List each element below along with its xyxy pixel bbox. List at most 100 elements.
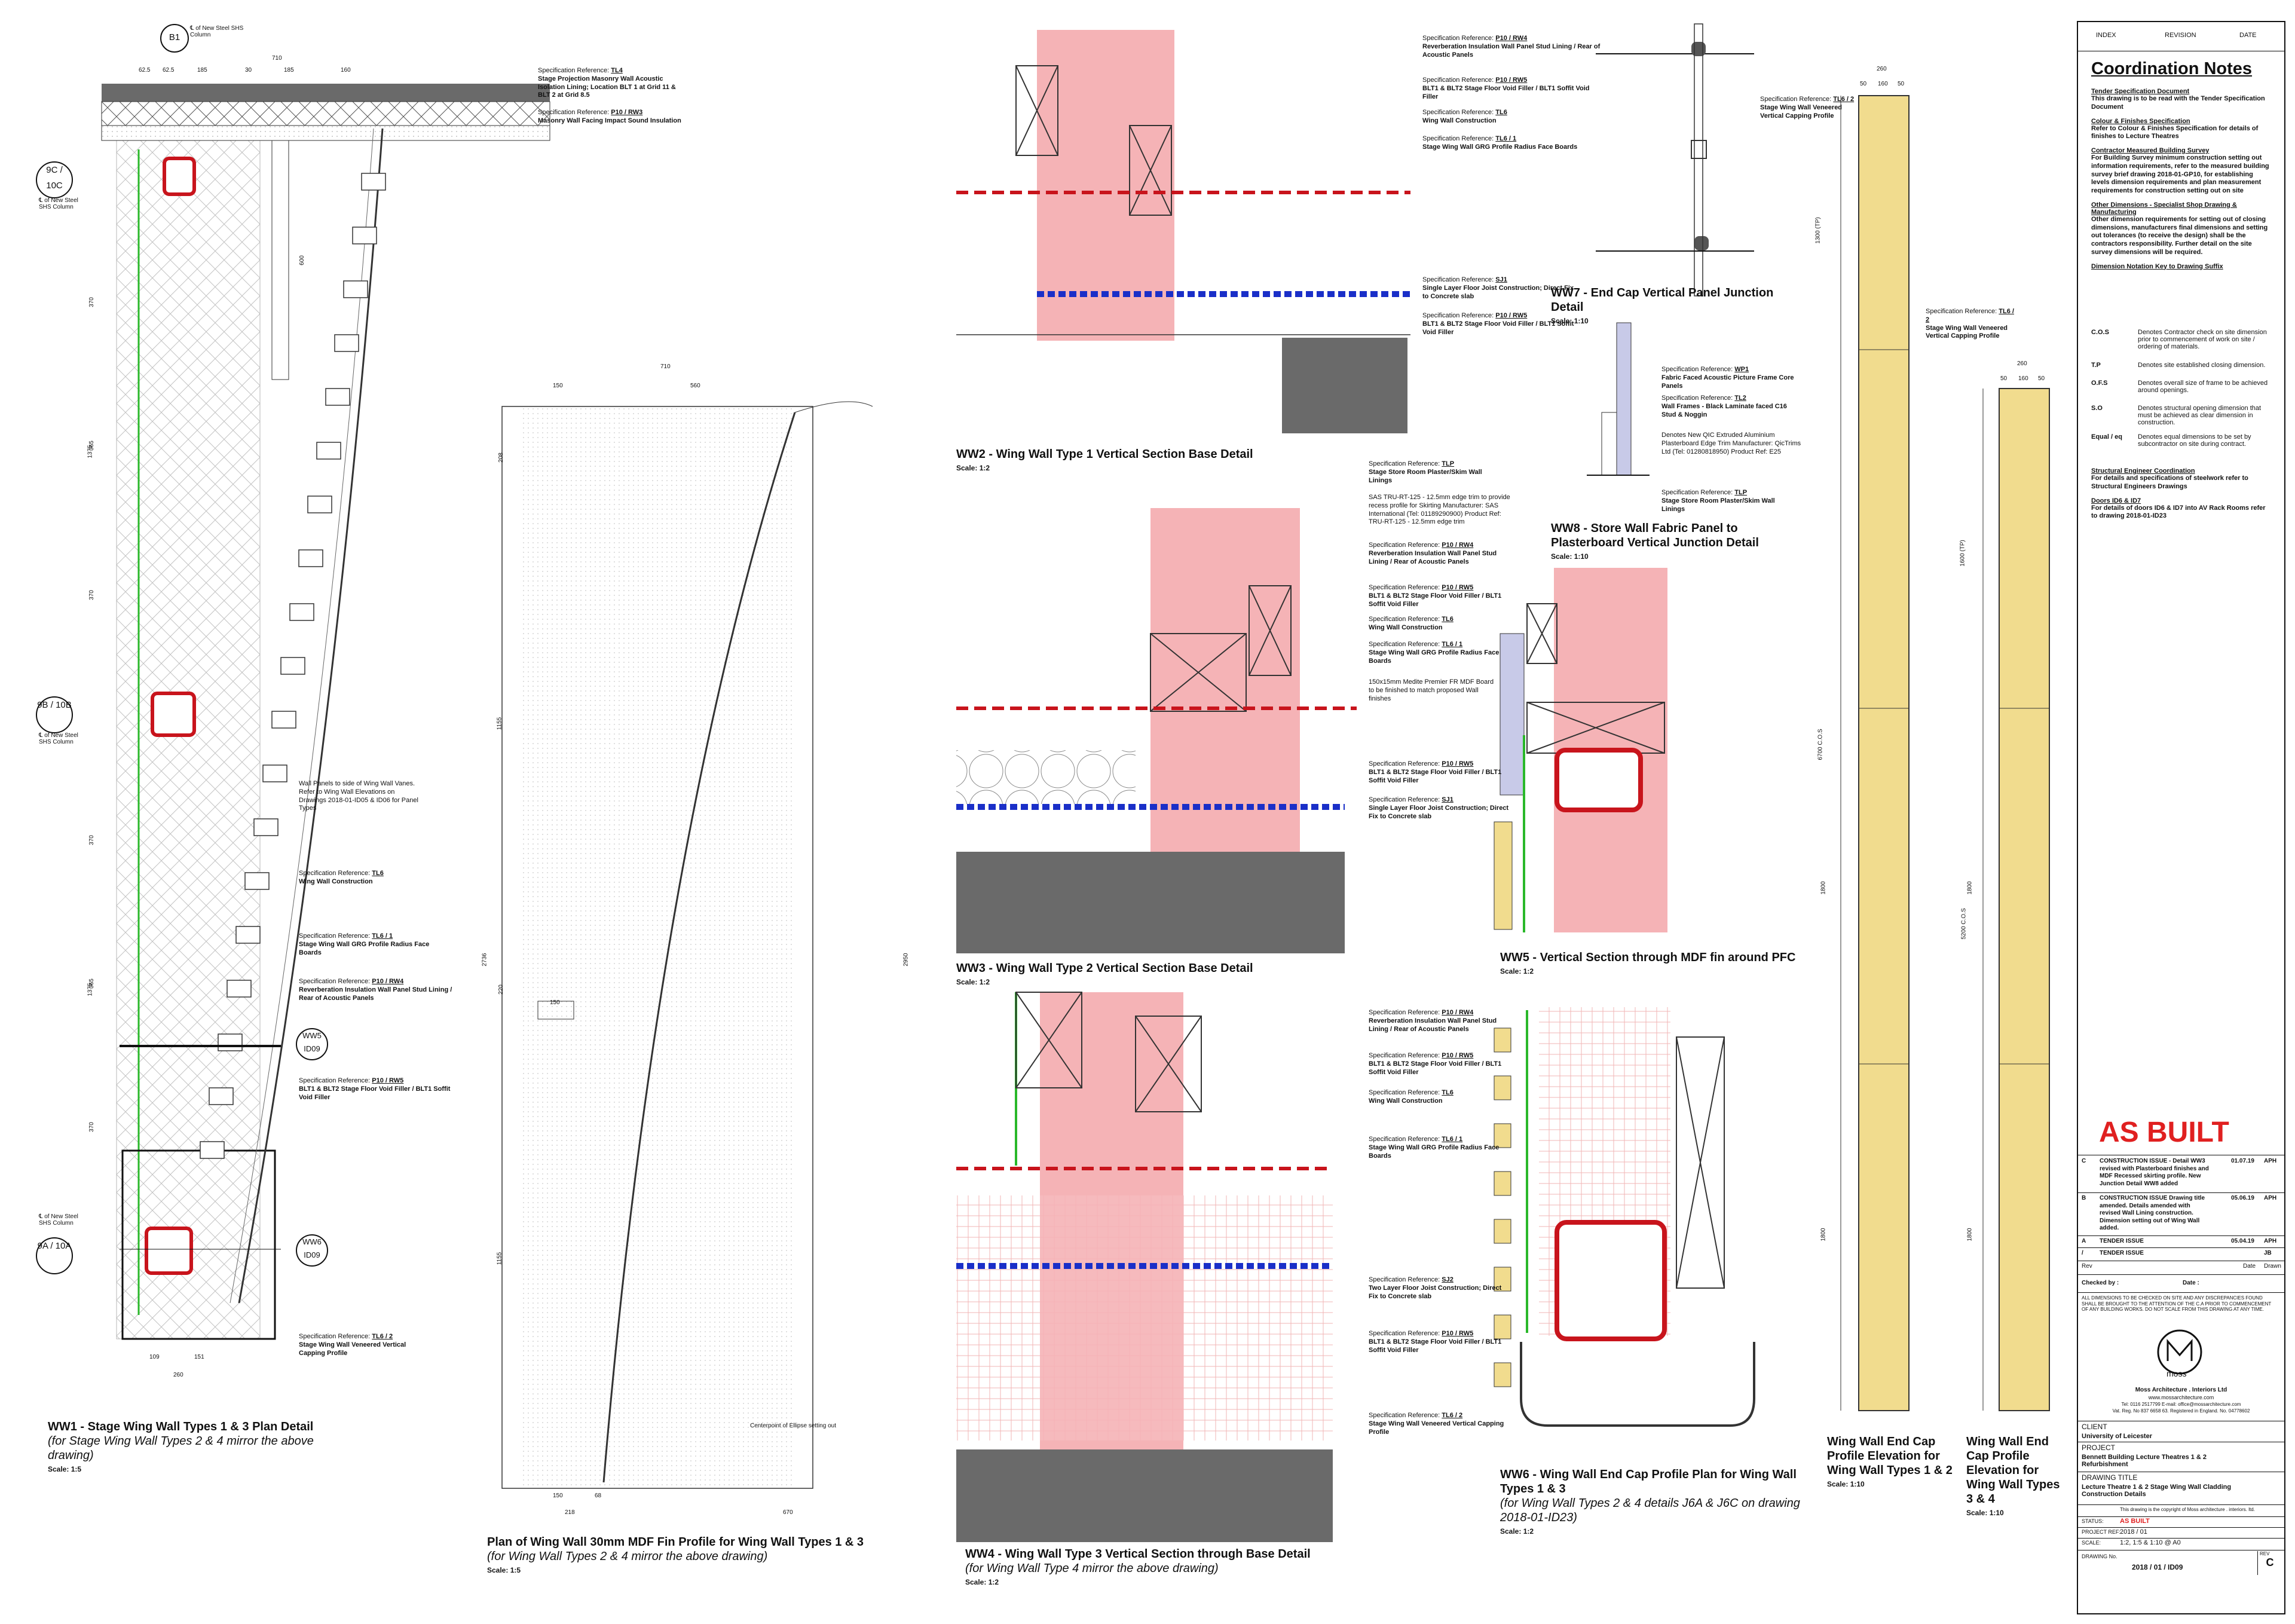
ww3-insulation: [1150, 508, 1300, 855]
company-reg: Vat. Reg. No 837 6658 63. Registered in …: [2112, 1408, 2250, 1414]
ww4-caption: WW4 - Wing Wall Type 3 Vertical Section …: [965, 1547, 1311, 1586]
tb-header-date: DATE: [2239, 32, 2257, 39]
ww4-screed: [956, 1449, 1333, 1542]
tb-abbr-tp-text: Denotes site established closing dimensi…: [2138, 362, 2266, 369]
ww1-fin-boxes: [200, 173, 386, 1159]
grid-note-9c: ℄ of New Steel SHS Column: [39, 197, 78, 210]
drawing-no-value: 2018 / 01 / ID09: [2132, 1563, 2183, 1571]
mdf-inner-box: [537, 1001, 574, 1020]
elev12-dim-1800a: 1800: [1820, 881, 1827, 895]
elev34-cap: [1999, 388, 2050, 1411]
mdf-dim-2736: 2736: [481, 953, 488, 967]
project-label: PROJECT: [2082, 1443, 2116, 1452]
tb-notes-title: Coordination Notes: [2091, 59, 2253, 78]
client-value: University of Leicester: [2082, 1433, 2152, 1440]
ww7-caption: WW7 - End Cap Vertical Panel Junction De…: [1551, 286, 1774, 325]
elev34-drawing: [1982, 388, 2050, 1411]
ww6-column: [1555, 1220, 1667, 1341]
ww1-dim-left-370a: 370: [88, 297, 95, 307]
ww1-plan-detail: [101, 84, 550, 1340]
mdf-dim-b218: 218: [565, 1509, 575, 1516]
scale-label: SCALE:: [2082, 1540, 2101, 1546]
elev34-dim-50b: 50: [2038, 375, 2045, 382]
ww1-insulation-strip: [101, 101, 550, 126]
mdf-caption: Plan of Wing Wall 30mm MDF Fin Profile f…: [487, 1536, 864, 1574]
elev34-dim-260: 260: [2017, 360, 2027, 367]
tb-abbr-eq-text: Denotes equal dimensions to be set by su…: [2138, 433, 2251, 448]
elev34-dim-160: 160: [2018, 375, 2028, 382]
mdf-ellipse-note: Centerpoint of Ellipse setting out: [750, 1423, 836, 1429]
tb-abbr-cos: C.O.S: [2091, 329, 2109, 336]
ww8-caption: WW8 - Store Wall Fabric Panel to Plaster…: [1551, 522, 1759, 561]
ww1-top-upright: [271, 140, 289, 380]
ww7-detail: [1596, 23, 1754, 296]
mdf-dim-2950: 2950: [902, 953, 910, 967]
elev12-dim-50a: 50: [1860, 81, 1867, 87]
grid-tag-9c: 9C / 10C: [36, 161, 73, 198]
ww1-dim-62a: 62.5: [139, 67, 151, 74]
grid-tag-9b: 9B / 10B: [36, 696, 73, 733]
drawing-title-value: Lecture Theatre 1 & 2 Stage Wing Wall Cl…: [2082, 1484, 2232, 1498]
tb-abbr-so: S.O: [2091, 405, 2103, 412]
tb-abbr-ofs-text: Denotes overall size of frame to be achi…: [2138, 380, 2268, 394]
ww5-caption: WW5 - Vertical Section through MDF fin a…: [1500, 951, 1796, 975]
copyright: This drawing is the copyright of Moss ar…: [2120, 1507, 2255, 1512]
mdf-dim-1155b: 1155: [496, 1252, 503, 1265]
ww1-curve-inner: [230, 128, 374, 1304]
tb-abbr-cos-text: Denotes Contractor check on site dimensi…: [2138, 329, 2267, 350]
elev12-dim-1800b: 1800: [1820, 1228, 1827, 1241]
mdf-dim-b150: 150: [553, 1493, 563, 1499]
ww2-screed: [1282, 338, 1407, 433]
status-label: STATUS:: [2082, 1518, 2104, 1524]
status-value: AS BUILT: [2120, 1518, 2150, 1525]
mdf-dim-220: 220: [497, 984, 504, 995]
ww1-dim-left-365b: 365: [88, 978, 95, 989]
elev34-dim-1800b: 1800: [1966, 1228, 1973, 1241]
ww1-curve: [238, 128, 384, 1304]
ww1-dim-left-370b: 370: [88, 590, 95, 600]
elev34-dim-5200: 5200 C.O.S: [1960, 908, 1967, 940]
ww1-roof-layer: [102, 84, 550, 102]
ww1-column-bottom: [145, 1227, 193, 1275]
ww5-section: [1494, 568, 1667, 932]
ww1-wall-body: [116, 140, 261, 1339]
ww3-section: [956, 508, 1357, 953]
drawing-title-label: DRAWING TITLE: [2082, 1473, 2138, 1482]
elev34-dim-1800a: 1800: [1966, 881, 1973, 895]
ww6-fin-boxes: [1494, 1027, 1511, 1387]
ww1-caption: WW1 - Stage Wing Wall Types 1 & 3 Plan D…: [48, 1420, 314, 1473]
tb-abbr-ofs: O.F.S: [2091, 380, 2108, 387]
ww2-caption: WW2 - Wing Wall Type 1 Vertical Section …: [956, 448, 1253, 472]
elev12-dim-1300: 1300 (TP): [1814, 217, 1822, 244]
tb-header-revision: REVISION: [2165, 32, 2196, 39]
grid-note-9b: ℄ of New Steel SHS Column: [39, 732, 78, 745]
company-contact: Tel: 0116 2517799 E-mail: office@mossarc…: [2121, 1402, 2241, 1407]
mdf-dim-b68: 68: [595, 1493, 602, 1499]
elev34-dim-1600: 1600 (TP): [1959, 540, 1966, 567]
ww2-insulation: [1037, 30, 1174, 341]
drawing-no-label: DRAWING No.: [2082, 1553, 2117, 1559]
ww1-dim-62b: 62.5: [163, 67, 175, 74]
ww3-caption: WW3 - Wing Wall Type 2 Vertical Section …: [956, 962, 1253, 986]
